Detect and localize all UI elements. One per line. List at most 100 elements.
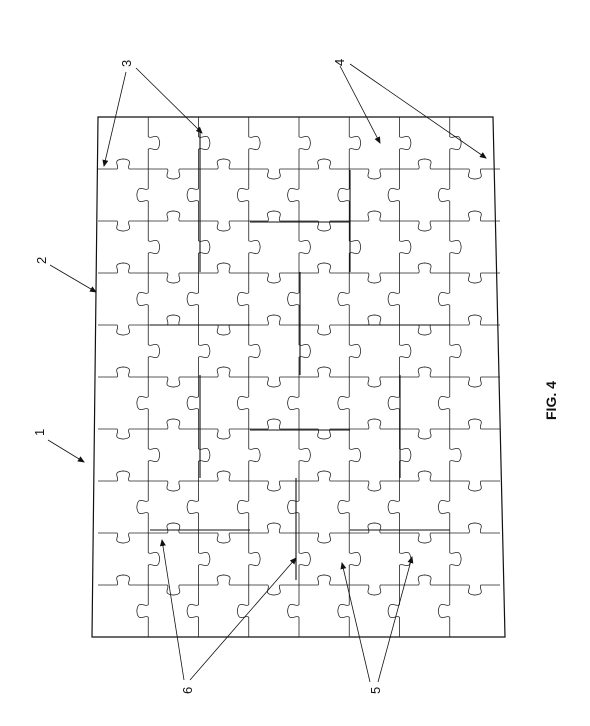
puzzle-cut-line	[148, 168, 199, 180]
puzzle-cut-line	[198, 117, 211, 169]
puzzle-cut-line	[399, 117, 412, 169]
puzzle-cut-line	[248, 168, 299, 180]
puzzle-cut-line	[248, 272, 299, 284]
puzzle-cut-line	[348, 429, 362, 481]
puzzle-cut-line	[287, 273, 300, 325]
puzzle-cut-line	[399, 324, 450, 336]
reference-numeral-5: 5	[368, 687, 383, 694]
puzzle-cut-line	[449, 221, 462, 273]
puzzle-cut-line	[287, 481, 300, 533]
puzzle-cut-line	[198, 325, 211, 377]
puzzle-cut-line	[148, 272, 199, 284]
puzzle-cut-line	[136, 481, 149, 533]
puzzle-cut-line	[399, 470, 450, 482]
puzzle-cut-line	[136, 377, 149, 429]
puzzle-board-outline	[91, 116, 506, 638]
puzzle-section-boundaries	[150, 130, 450, 580]
puzzle-cut-line	[399, 262, 450, 274]
puzzle-cut-line	[337, 169, 350, 221]
puzzle-cut-line	[337, 585, 350, 637]
puzzle-cut-line	[248, 429, 261, 481]
leader-line-3a	[102, 71, 127, 167]
reference-numeral-2: 2	[34, 257, 49, 264]
puzzle-cut-line	[349, 418, 400, 430]
reference-numeral-6: 6	[180, 687, 195, 694]
puzzle-cut-line	[298, 117, 311, 169]
puzzle-cut-line	[236, 585, 250, 637]
leader-line-6b	[189, 557, 297, 681]
puzzle-cut-line	[299, 366, 350, 378]
puzzle-cut-line	[349, 584, 400, 596]
puzzle-cut-line	[148, 480, 199, 492]
puzzle-cut-line	[299, 220, 350, 232]
puzzle-cut-line	[198, 429, 211, 481]
puzzle-cut-line	[349, 376, 400, 388]
puzzle-cut-line	[449, 325, 462, 377]
puzzle-cut-line	[349, 168, 400, 180]
puzzle-cut-line	[236, 169, 250, 221]
puzzle-cut-line	[198, 158, 249, 170]
puzzle-cut-line	[136, 169, 149, 221]
puzzle-cut-line	[248, 584, 299, 596]
puzzle-cut-line	[248, 221, 261, 273]
puzzle-cut-line	[147, 429, 161, 481]
puzzle-cut-line	[437, 585, 451, 637]
puzzle-cut-line	[248, 533, 261, 585]
puzzle-cut-line	[399, 221, 412, 273]
puzzle-cut-line	[299, 532, 350, 544]
puzzle-cut-line	[136, 585, 149, 637]
puzzle-cut-line	[337, 481, 350, 533]
puzzle-cut-line	[299, 262, 350, 274]
figure-caption: FIG. 4	[543, 381, 559, 420]
puzzle-cut-line	[186, 377, 199, 429]
puzzle-cut-line	[437, 377, 451, 429]
puzzle-cut-line	[248, 314, 299, 326]
reference-numeral-3: 3	[119, 60, 134, 67]
puzzle-cut-line	[186, 169, 199, 221]
leader-line-5b	[377, 556, 414, 683]
puzzle-cut-line	[98, 262, 149, 274]
reference-numeral-4: 4	[332, 59, 347, 66]
puzzle-cut-line	[349, 210, 400, 222]
leader-line-6a	[159, 539, 185, 681]
puzzle-cut-line	[98, 158, 149, 170]
puzzle-cut-line	[186, 585, 199, 637]
puzzle-cut-line	[449, 429, 462, 481]
puzzle-cut-line	[148, 210, 199, 222]
puzzle-cut-line	[437, 481, 451, 533]
puzzle-cut-line	[349, 522, 400, 534]
puzzle-cut-line	[399, 428, 450, 440]
puzzle-cut-line	[248, 418, 299, 430]
puzzle-cut-line	[399, 366, 450, 378]
reference-numeral-1: 1	[32, 429, 47, 436]
puzzle-cut-line	[98, 324, 149, 336]
puzzle-cut-line	[98, 428, 149, 440]
puzzle-cut-line	[198, 574, 249, 586]
puzzle-cut-line	[399, 220, 450, 232]
puzzle-cut-line	[387, 481, 400, 533]
puzzle-cut-line	[299, 470, 350, 482]
puzzle-cut-line	[198, 366, 249, 378]
puzzle-cut-line	[399, 429, 412, 481]
puzzle-cut-line	[98, 574, 149, 586]
puzzle-cut-line	[449, 480, 500, 492]
leader-line-4b	[349, 63, 487, 159]
puzzle-cut-line	[147, 221, 161, 273]
leader-line-1	[47, 439, 85, 463]
puzzle-cut-line	[387, 273, 400, 325]
puzzle-cut-line	[248, 117, 261, 169]
puzzle-cut-line	[387, 585, 400, 637]
puzzle-cut-line	[198, 533, 211, 585]
puzzle-cut-line	[198, 324, 249, 336]
puzzle-cut-line	[399, 533, 412, 585]
puzzle-cut-line	[299, 428, 350, 440]
puzzle-piece-cuts	[98, 117, 500, 637]
puzzle-cut-line	[299, 574, 350, 586]
puzzle-cut-line	[337, 273, 350, 325]
puzzle-cut-line	[449, 418, 500, 430]
puzzle-cut-line	[236, 273, 250, 325]
puzzle-cut-line	[399, 158, 450, 170]
puzzle-cut-line	[349, 272, 400, 284]
puzzle-cut-line	[198, 221, 211, 273]
